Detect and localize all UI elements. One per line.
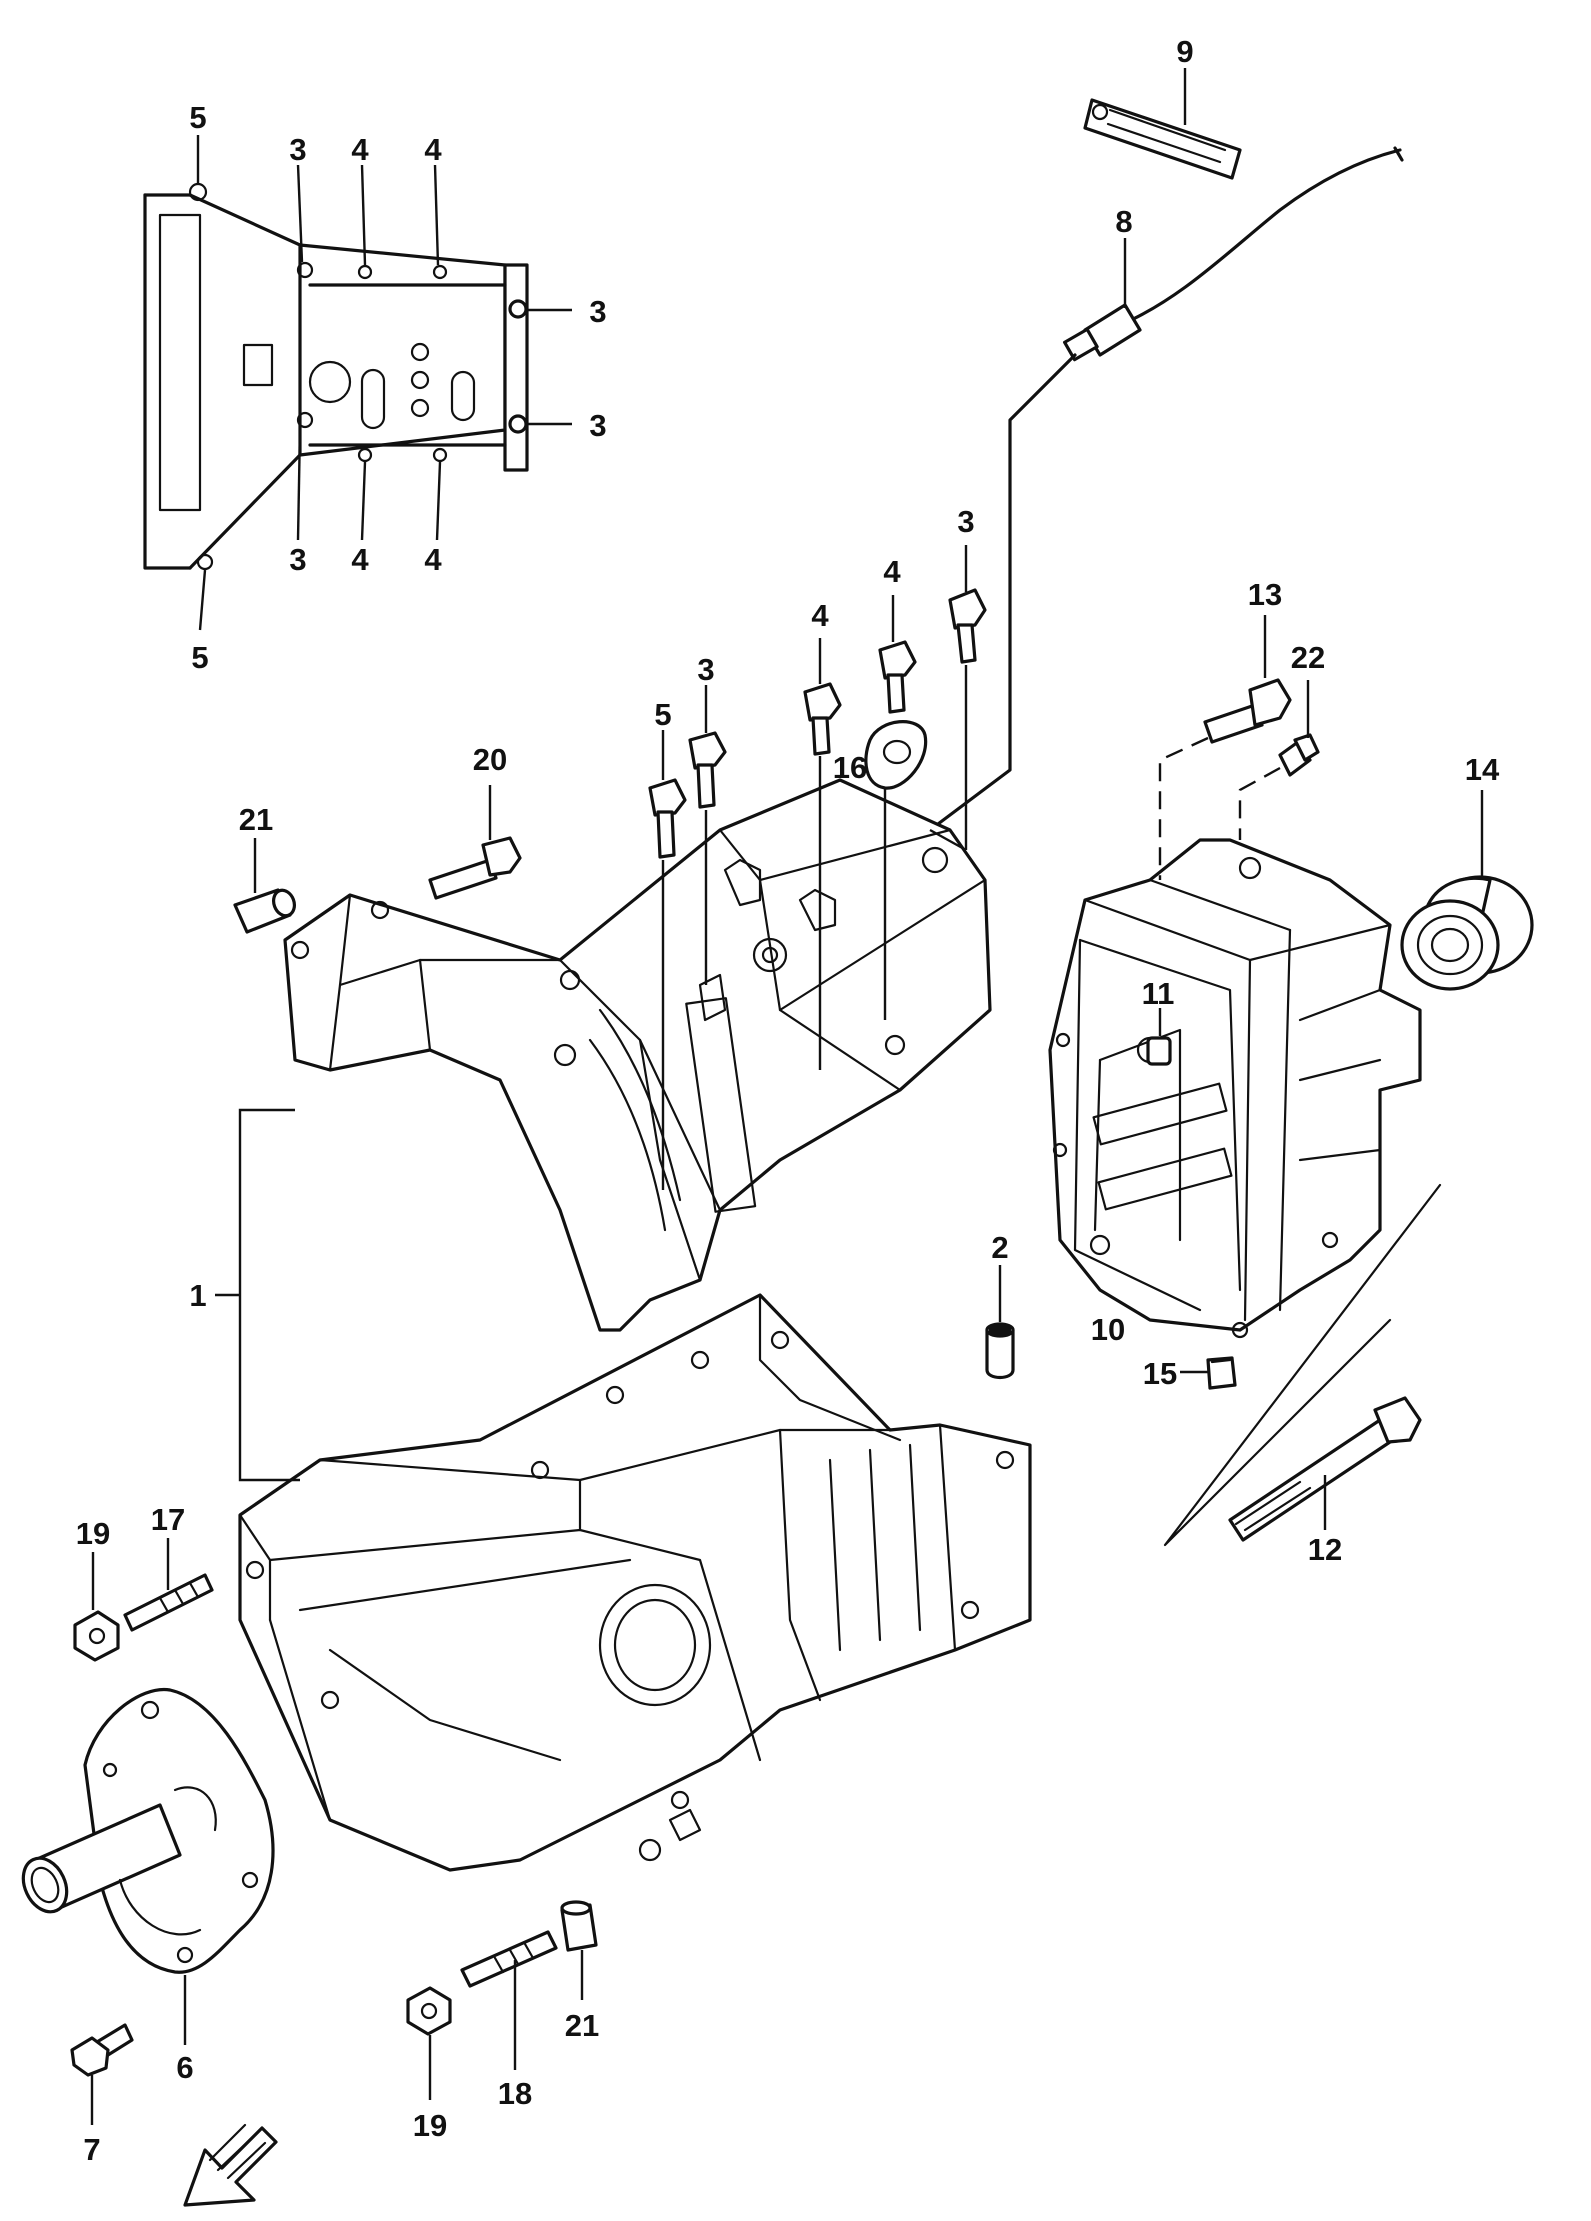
callout-3-inset-bottom: 3	[289, 542, 306, 577]
drain-plug-part-15	[1206, 1356, 1237, 1390]
callout-4-upper-a: 4	[883, 554, 901, 589]
callout-4-upper-b: 4	[811, 598, 829, 633]
front-arrow-icon	[183, 2123, 278, 2207]
dowel-part-11	[1146, 1036, 1172, 1066]
callout-13: 13	[1248, 577, 1282, 612]
transmission-case-lower	[238, 1293, 1032, 1872]
bolt-part-5-a	[648, 778, 687, 859]
part-1-bracket	[238, 1108, 300, 1482]
callout-16: 16	[833, 750, 867, 785]
nut-part-19-bottom	[406, 1986, 452, 2036]
bearing-retainer-part-6	[21, 1687, 275, 1974]
callout-15: 15	[1143, 1356, 1177, 1391]
callout-11: 11	[1142, 976, 1175, 1011]
callout-19-left: 19	[76, 1516, 110, 1551]
speed-sensor-cable-part-8	[928, 146, 1404, 832]
callout-22: 22	[1291, 640, 1325, 675]
callout-7: 7	[83, 2132, 100, 2167]
callout-10: 10	[1091, 1312, 1125, 1347]
dowel-pin-part-2	[985, 1322, 1015, 1380]
bolt-part-3-b	[688, 731, 727, 809]
callout-12: 12	[1308, 1532, 1342, 1567]
callout-20: 20	[473, 742, 507, 777]
bolt-part-20	[428, 836, 522, 900]
callout-labels: 5 3 4 4 3 3 3 4 4 5 9 8 3 4 4 3 5 16 20 …	[76, 34, 1500, 2167]
callout-21-lower: 21	[565, 2008, 599, 2043]
callout-9: 9	[1176, 34, 1193, 69]
gasket-part-16	[864, 720, 928, 790]
long-bolt-part-12	[1228, 1396, 1422, 1542]
bolt-part-4-b	[803, 682, 842, 756]
bolt-pattern-inset	[143, 182, 529, 571]
callout-4-inset-top-b: 4	[424, 132, 442, 167]
callout-1: 1	[189, 1278, 206, 1313]
bolt-part-7	[70, 2023, 134, 2077]
stud-part-18	[460, 1930, 558, 1988]
breather-plug-part-22	[1278, 733, 1320, 777]
rear-housing-part-10	[1048, 838, 1422, 1339]
callout-17: 17	[151, 1502, 185, 1537]
callout-4-inset-bottom-b: 4	[424, 542, 442, 577]
callout-4-inset-bottom-a: 4	[351, 542, 369, 577]
callout-3-upper-right: 3	[957, 504, 974, 539]
bolt-part-3-a	[948, 588, 987, 664]
dowel-part-21-upper	[233, 888, 296, 934]
callout-3-upper-mid: 3	[697, 652, 714, 687]
callout-21-upper: 21	[239, 802, 273, 837]
callout-5-inset-bottom: 5	[191, 640, 208, 675]
extension-housing-upper	[283, 778, 992, 1332]
dowel-part-21-lower	[560, 1900, 598, 1952]
callout-14: 14	[1465, 752, 1500, 787]
callout-19-bottom: 19	[413, 2108, 447, 2143]
cable-bracket-part-9	[1083, 98, 1242, 180]
callout-6: 6	[176, 2050, 193, 2085]
bolt-part-13	[1203, 678, 1292, 744]
stud-part-17	[123, 1573, 214, 1632]
callout-8: 8	[1115, 204, 1132, 239]
callout-2: 2	[991, 1230, 1008, 1265]
inset-leader-lines	[196, 135, 572, 631]
bearing-part-14	[1400, 875, 1534, 991]
callout-4-inset-top-a: 4	[351, 132, 369, 167]
callout-18: 18	[498, 2076, 532, 2111]
callout-3-inset-top: 3	[289, 132, 306, 167]
callout-5-upper: 5	[654, 697, 671, 732]
nut-part-19-left	[73, 1610, 120, 1662]
callout-3-inset-right-a: 3	[589, 294, 606, 329]
callout-3-inset-right-b: 3	[589, 408, 606, 443]
bolt-part-4-a	[878, 640, 917, 714]
callout-5-inset-top: 5	[189, 100, 206, 135]
